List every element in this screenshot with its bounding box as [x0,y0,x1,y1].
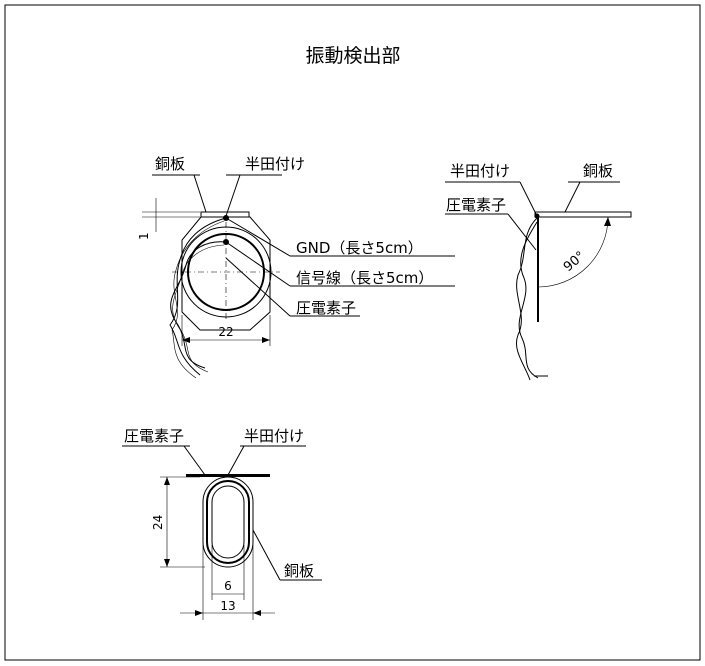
solder-label: 半田付け [245,155,305,173]
side-solder-point [534,213,540,219]
front-view: 銅板 半田付け GND（長さ5cm） 信号線（長さ5cm） 圧電素子 1 22 [137,155,455,379]
piezo-label: 圧電素子 [296,299,356,317]
thickness-dim: 1 [137,232,151,240]
side-wire-a [516,217,538,381]
side-piezo-label: 圧電素子 [446,196,506,214]
drawing-border [4,4,701,661]
inner-width-dim: 6 [224,579,232,593]
copper-plate-label: 銅板 [155,155,185,173]
side-view: 半田付け 銅板 圧電素子 90° [445,162,632,381]
bottom-copper-plate [186,474,270,477]
bottom-solder-label: 半田付け [244,427,304,445]
side-copper-plate [534,211,632,218]
gnd-label: GND（長さ5cm） [296,239,423,257]
gnd-leader [225,217,291,257]
height-arrow-top [164,477,170,485]
outer-width-dim: 13 [220,599,235,613]
signal-wire [170,241,227,369]
bottom-piezo-leader-diag [183,445,206,476]
side-solder-label: 半田付け [450,162,510,180]
angle-arrow-end [604,217,611,226]
side-wire-b [518,221,539,379]
bottom-copper-leader-diag [252,529,281,581]
diameter-arrow-right [262,337,270,343]
side-solder-leader-diag [519,181,537,215]
gnd-wire-twist [171,220,225,379]
side-piezo-leader-diag [507,213,537,251]
solder-leader-diag [225,174,241,217]
signal-leader [225,241,291,287]
signal-wire-label: 信号線（長さ5cm） [296,269,433,287]
bottom-piezo-label: 圧電素子 [124,427,184,445]
copper-plate-leader-diag [193,174,207,213]
angle-dim: 90° [561,249,588,275]
piezo-leader [225,257,291,317]
drawing-title: 振動検出部 [305,45,400,67]
gnd-wire [169,217,227,376]
diameter-dim: 22 [218,325,233,339]
height-arrow-bottom [164,559,170,567]
oval-outer [202,476,254,568]
bottom-solder-leader-diag [227,445,245,476]
angle-arc [537,216,609,288]
bottom-view: 圧電素子 半田付け 銅板 24 6 13 [122,427,322,620]
outer-width-arrow-left [195,610,203,616]
oval-inner [211,485,245,559]
signal-wire-twist [172,244,225,373]
diameter-arrow-left [182,337,190,343]
height-dim: 24 [151,515,165,530]
side-copper-leader-diag [564,181,581,213]
oval-mid [206,480,250,564]
bottom-copper-label: 銅板 [284,562,314,580]
side-copper-label: 銅板 [583,162,613,180]
outer-width-arrow-right [253,610,261,616]
